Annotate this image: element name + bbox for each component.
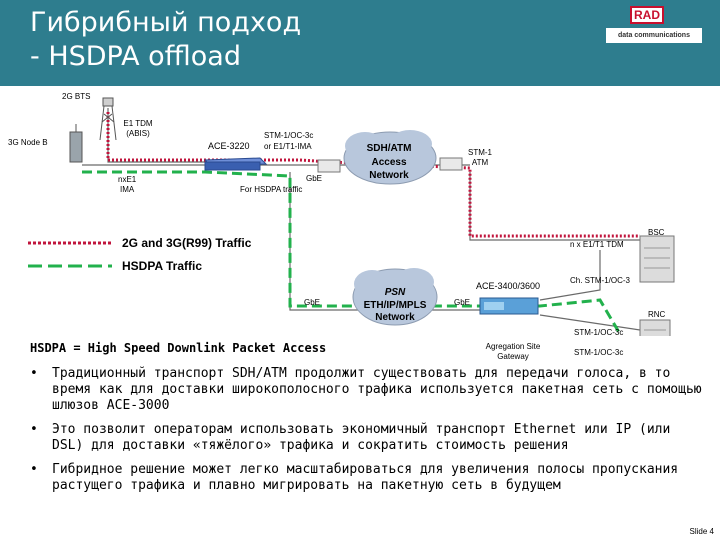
stm-oc3c-label-b: STM-1/OC-3c — [574, 348, 624, 357]
bullet-glyph: • — [30, 366, 38, 381]
link-ace3220-gbe-down — [289, 172, 360, 311]
slide-title: Гибрибный подход - HSDPA offload — [30, 6, 301, 74]
gbe-label-left: GbE — [304, 298, 321, 307]
sdh-cloud-line3: Network — [369, 170, 409, 181]
router-icon-left — [317, 159, 341, 173]
bullet-glyph: • — [30, 422, 38, 437]
e1-tdm-label: E1 TDM — [123, 119, 153, 128]
atm-label: ATM — [471, 158, 489, 167]
bullet-item: • Гибридное решение может легко масштаби… — [30, 462, 706, 494]
rnc-label: RNC — [648, 310, 666, 319]
ch-stm-label: Ch. STM-1/OC-3 — [570, 276, 631, 285]
bts-tower-icon — [99, 97, 117, 141]
rad-logo-mark: RAD — [630, 6, 664, 24]
hsdpa-definition-heading: HSDPA = High Speed Downlink Packet Acces… — [30, 341, 327, 355]
tdm-traffic-path — [106, 112, 640, 238]
stm-oc3c-label-a: STM-1/OC-3c — [574, 328, 624, 337]
nodeb-label: 3G Node B — [8, 138, 48, 147]
title-line-2: - HSDPA offload — [30, 41, 241, 72]
psn-cloud-icon — [352, 268, 438, 326]
rad-logo: RAD data communications — [606, 6, 702, 46]
link-stm-down-to-bsc — [469, 172, 640, 241]
bullet-text: Это позволит операторам использовать эко… — [52, 422, 671, 453]
nodeb-icon — [69, 124, 83, 163]
sdh-cloud-line1: SDH/ATM — [366, 143, 412, 154]
link-ace3400-to-rnc — [539, 314, 641, 331]
ace3400-device-icon — [479, 297, 539, 315]
agg-site-line2: Gateway — [497, 352, 529, 361]
bullet-text: Гибридное решение может легко масштабиро… — [52, 462, 679, 493]
nxe1-label: nxE1 — [118, 175, 137, 184]
psn-cloud-line2: ETH/IP/MPLS — [363, 300, 427, 311]
bullet-item: • Это позволит операторам использовать э… — [30, 422, 706, 454]
psn-cloud-line1: PSN — [384, 287, 406, 298]
bullet-glyph: • — [30, 462, 38, 477]
slide-header: Гибрибный подход - HSDPA offload RAD dat… — [0, 0, 720, 86]
e1t1-ima-label: or E1/T1-IMA — [264, 142, 312, 151]
bsc-label: BSC — [648, 228, 665, 237]
n-e1t1-tdm-label: n x E1/T1 TDM — [570, 240, 624, 249]
agg-site-line1: Agregation Site — [485, 342, 541, 351]
router-icon-right — [439, 157, 463, 171]
bullet-list: • Традиционный транспорт SDH/ATM продолж… — [30, 366, 706, 502]
bullet-text: Традиционный транспорт SDH/ATM продолжит… — [52, 366, 702, 413]
sdh-cloud-line2: Access — [371, 157, 407, 168]
psn-cloud-line3: Network — [375, 312, 415, 323]
gbe-label-top: GbE — [306, 174, 323, 183]
stm-oc3-label: STM-1/OC-3c — [264, 131, 314, 140]
bts-label: 2G BTS — [62, 92, 91, 101]
slide-number: Slide 4 — [689, 527, 714, 536]
ace3220-device-icon — [203, 157, 268, 171]
bullet-item: • Традиционный транспорт SDH/ATM продолж… — [30, 366, 706, 414]
link-bsc-to-ace3400 — [539, 250, 601, 301]
rad-logo-tagline: data communications — [606, 28, 702, 43]
legend-hsdpa-text: HSDPA Traffic — [122, 259, 203, 273]
sdh-cloud-icon — [343, 130, 437, 185]
abis-label: (ABIS) — [126, 129, 150, 138]
rnc-icon — [639, 319, 671, 336]
hsdpa-traffic-label: For HSDPA traffic — [240, 185, 303, 194]
gbe-label-right: GbE — [454, 298, 471, 307]
ace3220-label: ACE-3220 — [208, 141, 250, 151]
network-diagram — [28, 97, 675, 336]
legend-tdm-text: 2G and 3G(R99) Traffic — [122, 236, 252, 250]
ima-label: IMA — [120, 185, 135, 194]
ace3400-label: ACE-3400/3600 — [476, 281, 541, 291]
title-line-1: Гибрибный подход — [30, 7, 302, 38]
stm1-label: STM-1 — [468, 148, 492, 157]
bsc-icon — [639, 235, 675, 283]
